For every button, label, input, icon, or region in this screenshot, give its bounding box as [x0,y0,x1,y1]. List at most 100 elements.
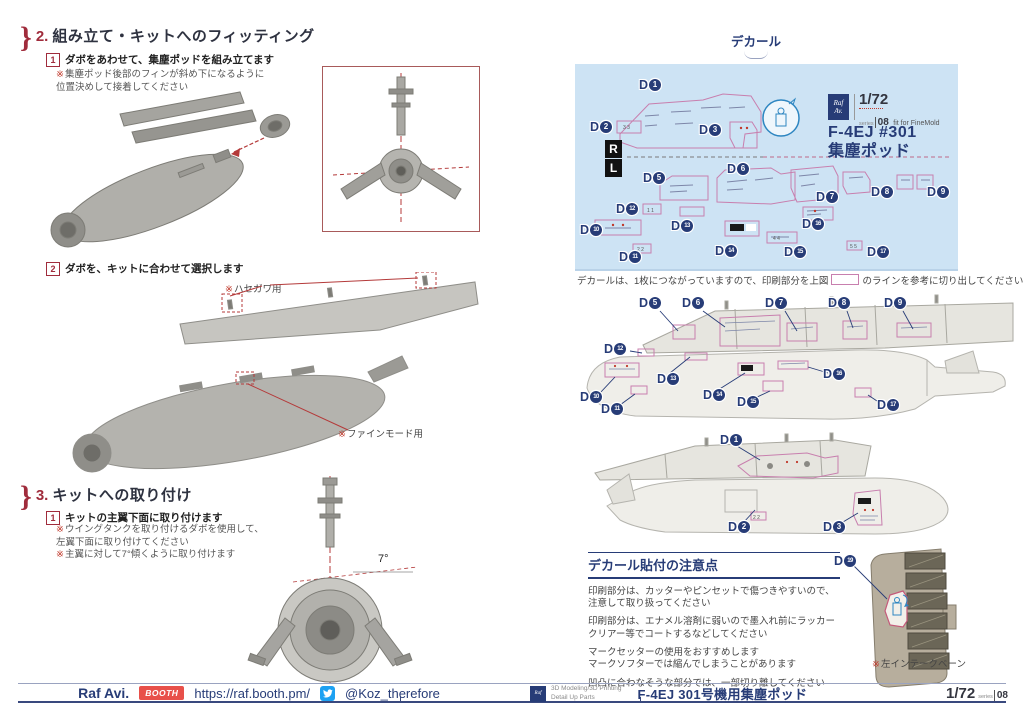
footer-tick-2 [640,697,641,702]
raf-logo-small: Raf [530,685,546,702]
placement-view-left-side [586,294,1014,420]
section3-title: キットへの取り付け [52,487,192,504]
step-text: ダボをあわせて、集塵ポッドを組み立てます [65,54,274,66]
section3-number: 3. [35,487,49,504]
footer-tick-1 [400,697,401,702]
sheet-title-2: 集塵ポッド [828,143,911,160]
cut-note: デカールは、1枚につながっていますので、印刷部分を上図 のラインを参考に切り出して… [577,273,1023,287]
header-brace [744,51,768,59]
raf-logo: Raf Av. [828,94,849,120]
caution-block: デカール貼付の注意点 印刷部分は、カッターやピンセットで傷つきやすいので、注意し… [588,552,840,696]
asterisk: ※ [225,284,233,295]
inset-rear-view-box [322,66,480,232]
footer-scale-group: 1/72 series 08 [946,685,1008,702]
fit-text: fit for FineMold [893,120,940,127]
decal-sheet-art: 3 3 1 1 2 2 4 4 5 5 [594,93,951,254]
series-number: 08 [874,117,889,128]
placement-view-right-side: 2 2 [594,432,949,535]
caution-item: 印刷部分は、エナメル溶剤に弱いので墨入れ前にラッカークリアー等でコートするなどし… [588,616,836,640]
svg-text:1 1: 1 1 [647,208,654,214]
booth-badge[interactable]: BOOTH [139,686,185,700]
caution-item: 印刷部分は、カッターやピンセットで傷つきやすいので、注意して取り扱ってください [588,585,835,609]
brand-name: Raf Avi. [78,685,130,701]
caution-list: 印刷部分は、カッターやピンセットで傷つきやすいので、注意して取り扱ってください印… [588,586,840,690]
step-text: キットの主翼下面に取り付けます [65,512,223,524]
note-text: ウイングタンクを取り付けるダボを使用して、 左翼下面に取り付けてください [56,524,264,548]
note-text: 集塵ポッド後部のフィンが斜め下になるように 位置決めして接着してください [56,69,265,93]
svg-text:4 4: 4 4 [773,236,780,242]
decal-header: デカール [716,31,796,59]
section2-title: 組み立て・キットへのフィッティング [52,28,315,45]
asterisk: ※ [872,659,880,670]
twitter-icon [320,685,336,701]
asterisk: ※ [56,524,64,535]
footer-series-number: 08 [993,690,1008,701]
caution-heading: デカール貼付の注意点 [588,558,719,573]
marking-r: R [605,140,622,158]
series-word: series [859,121,874,127]
svg-text:2 2: 2 2 [753,515,760,521]
pink-line-sample [831,274,860,285]
step-2-1-note: ※集塵ポッド後部のフィンが斜め下になるように 位置決めして接着してください [56,69,264,95]
hasegawa-label: ※ハセガワ用 [225,281,281,295]
step-2-2: 2 ダボを、キットに合わせて選択します [46,261,244,276]
render-intake-vane [850,548,957,688]
cut-note-pre: デカールは、1枚につながっていますので、印刷部分を上図 [577,276,829,287]
label-text: ハセガワ用 [233,284,282,295]
footer-scale: 1/72 [946,685,976,702]
step-3-note1: ※ウイングタンクを取り付けるダボを使用して、 左翼下面に取り付けてください [56,524,264,550]
section-brace: } [20,21,32,54]
logo-line1: Raf [534,690,542,696]
step-number-box: 1 [46,510,60,525]
asterisk: ※ [56,69,64,80]
cut-note-post: のラインを参考に切り出してください [862,276,1024,287]
svg-text:3 3: 3 3 [623,125,630,131]
section2-number: 2. [35,28,49,45]
decal-sheet: 3 3 1 1 2 2 4 4 5 5 R L Raf Av. 1/72 ser… [575,64,958,271]
marking-l: L [605,159,622,177]
caution-top-rule [588,552,840,553]
svg-text:5 5: 5 5 [850,244,857,250]
footer-series-word: series [978,694,993,700]
step-text: ダボを、キットに合わせて選択します [65,263,244,275]
section3-header: } 3. キットへの取り付け [20,480,192,513]
angle-7deg-label: 7° [378,553,389,565]
footer-subtitle-line2: Detail Up Parts [551,693,595,701]
logo-divider [854,94,855,120]
sheet-title-1: F-4EJ #301 [828,124,917,141]
caution-rule [588,577,840,579]
footer-top-rule [18,683,1006,684]
footer-bottom-rule [18,701,1006,703]
step-number-box: 2 [46,261,60,276]
render-exploded-pod [50,91,291,248]
section-brace: } [20,480,32,513]
label-text: 左インテークベーン [880,659,966,670]
footer-subtitle: 3D Modeling/3D Printing Detail Up Parts [551,685,621,701]
render-rear-view [332,73,470,222]
logo-line2: Av. [834,107,843,115]
right-footer: Raf 3D Modeling/3D Printing Detail Up Pa… [530,684,1008,703]
twitter-handle-link[interactable]: @Koz_therefore [345,685,440,701]
label-text: ファインモード用 [346,429,423,440]
left-footer: Raf Avi. BOOTH https://raf.booth.pm/ @Ko… [18,685,500,701]
logo-line1: Raf [833,98,844,107]
booth-url-link[interactable]: https://raf.booth.pm/ [194,685,311,701]
caution-item: マークセッターの使用をおすすめします マークソフターでは縮んでしまうことがありま… [588,646,796,671]
footer-subtitle-line1: 3D Modeling/3D Printing [551,685,622,693]
render-front-view [247,476,418,696]
step-3-note2: ※主翼に対して7°傾くように取り付けます [56,549,235,562]
asterisk: ※ [56,549,64,560]
svg-text:2 2: 2 2 [637,247,644,253]
section2-header: } 2. 組み立て・キットへのフィッティング [20,21,315,54]
render-pod-side [72,272,479,473]
step-3-1: 1 キットの主翼下面に取り付けます [46,510,223,525]
footer-product-title: F-4EJ 301号機用集塵ポッド [637,687,808,702]
scale-underline [859,108,883,109]
finemode-label: ※ファインモード用 [338,426,423,440]
note-text: 主翼に対して7°傾くように取り付けます [64,549,236,560]
asterisk: ※ [338,429,346,440]
step-2-1: 1 ダボをあわせて、集塵ポッドを組み立てます [46,52,274,67]
vane-label: ※左インテークベーン [872,656,966,670]
